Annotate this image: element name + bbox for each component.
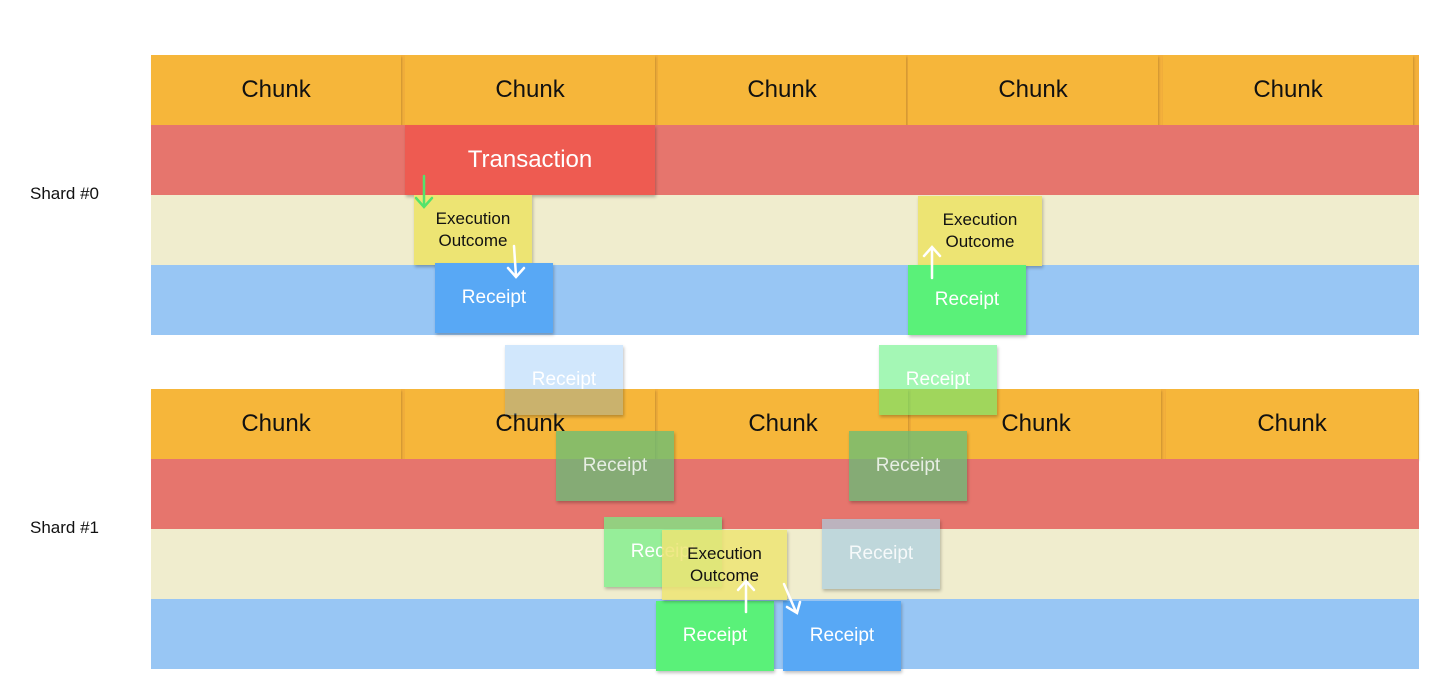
shard-0-chunk-1[interactable]: Chunk: [151, 55, 401, 125]
shard-0-chunk-5[interactable]: Chunk: [1163, 55, 1413, 125]
shard-1-receipt-green[interactable]: Receipt: [656, 601, 774, 671]
shard-1-label: Shard #1: [30, 518, 99, 537]
execution-outcome-line2: Outcome: [438, 231, 508, 250]
shard-0-chunk-row: Chunk Chunk Chunk Chunk Chunk: [151, 55, 1419, 125]
shard-0-chunk-2[interactable]: Chunk: [405, 55, 655, 125]
execution-outcome-line1: Execution: [687, 544, 762, 563]
shard-1-incoming-receipt-1[interactable]: Receipt: [556, 431, 674, 501]
shard-0-receipt-blue[interactable]: Receipt: [435, 263, 553, 333]
shard-0-receipt-lane: [151, 265, 1419, 335]
shard-1-incoming-receipt-2[interactable]: Receipt: [849, 431, 967, 501]
execution-outcome-line1: Execution: [942, 210, 1018, 229]
shard-0-receipt-green[interactable]: Receipt: [908, 265, 1026, 335]
shard-0-chunk-3[interactable]: Chunk: [658, 55, 906, 125]
shard-1-chunk-5[interactable]: Chunk: [1166, 389, 1418, 459]
shard-1-chunk-1[interactable]: Chunk: [151, 389, 401, 459]
shard-1-chunk-row: Chunk Chunk Chunk Chunk Chunk: [151, 389, 1419, 459]
in-transit-receipt-green[interactable]: Receipt: [879, 345, 997, 415]
execution-outcome-line2: Outcome: [945, 232, 1015, 251]
execution-outcome-line2: Outcome: [690, 566, 759, 585]
shard-0-transaction-lane: [151, 125, 1419, 195]
shard-0-execution-lane: [151, 195, 1419, 265]
in-transit-receipt-blue[interactable]: Receipt: [505, 345, 623, 415]
shard-1-receipt-faded-blue[interactable]: Receipt: [822, 519, 940, 589]
shard-1-receipt-blue[interactable]: Receipt: [783, 601, 901, 671]
shard-0-label: Shard #0: [30, 184, 99, 203]
transaction-box[interactable]: Transaction: [405, 125, 655, 195]
execution-outcome-line1: Execution: [435, 209, 511, 228]
shard-1-chunk-2[interactable]: Chunk: [405, 389, 655, 459]
shard-1-transaction-lane: [151, 459, 1419, 529]
shard-0-chunk-4[interactable]: Chunk: [908, 55, 1158, 125]
